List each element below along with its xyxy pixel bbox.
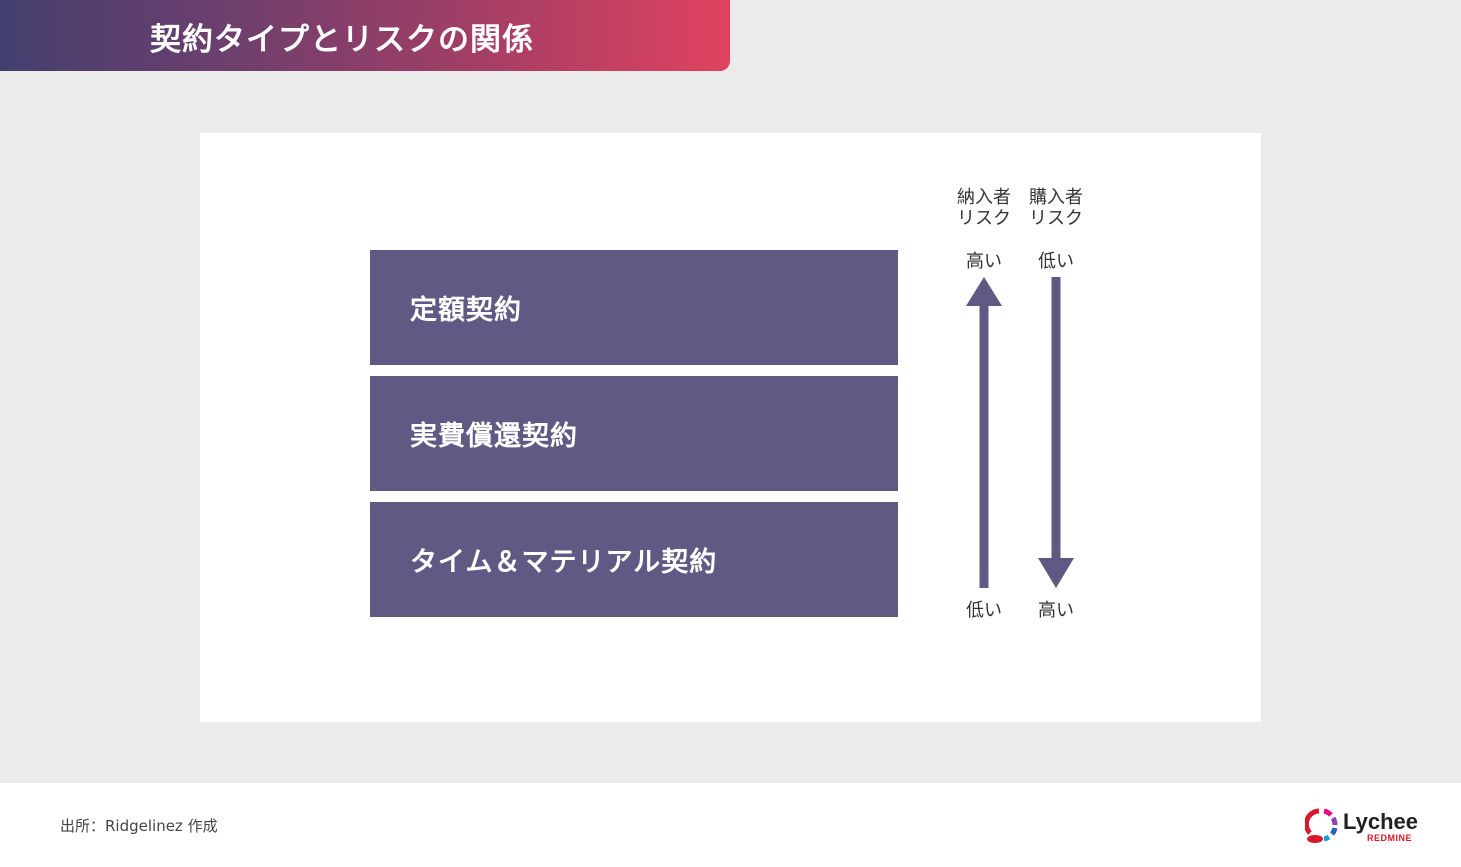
buyer-risk-header: 購入者 リスク bbox=[1016, 187, 1096, 229]
header-line: 購入者 bbox=[1029, 187, 1083, 208]
header-line: リスク bbox=[1029, 208, 1083, 229]
contract-label: 実費償還契約 bbox=[410, 421, 578, 452]
diagram-card: 定額契約 実費償還契約 タイム＆マテリアル契約 納入者 リスク 高い 低い 購入… bbox=[200, 133, 1261, 722]
contract-box-fixed-price: 定額契約 bbox=[370, 250, 898, 365]
page-title: 契約タイプとリスクの関係 bbox=[150, 22, 534, 58]
header-line: リスク bbox=[957, 208, 1011, 229]
lychee-logo-icon bbox=[1305, 808, 1338, 843]
lychee-redmine-logo: Lychee REDMINE bbox=[1305, 806, 1425, 846]
source-note: 出所：Ridgelinez 作成 bbox=[60, 817, 218, 835]
slide-background: 契約タイプとリスクの関係 定額契約 実費償還契約 タイム＆マテリアル契約 納入者… bbox=[0, 0, 1461, 783]
arrow-down-icon bbox=[1038, 277, 1074, 588]
title-banner: 契約タイプとリスクの関係 bbox=[0, 0, 730, 71]
seller-risk-top-level: 高い bbox=[966, 251, 1002, 272]
arrow-up-icon bbox=[966, 277, 1002, 588]
buyer-risk-top-level: 低い bbox=[1038, 251, 1074, 272]
seller-risk-bottom-level: 低い bbox=[966, 600, 1002, 621]
contract-label: 定額契約 bbox=[410, 295, 522, 326]
contract-box-time-and-materials: タイム＆マテリアル契約 bbox=[370, 502, 898, 617]
logo-wordmark: Lychee bbox=[1343, 809, 1419, 834]
contract-label: タイム＆マテリアル契約 bbox=[410, 547, 718, 578]
contract-box-cost-reimbursable: 実費償還契約 bbox=[370, 376, 898, 491]
buyer-risk-bottom-level: 高い bbox=[1038, 600, 1074, 621]
logo-subtitle: REDMINE bbox=[1367, 833, 1413, 843]
header-line: 納入者 bbox=[957, 187, 1011, 208]
seller-risk-header: 納入者 リスク bbox=[944, 187, 1024, 229]
